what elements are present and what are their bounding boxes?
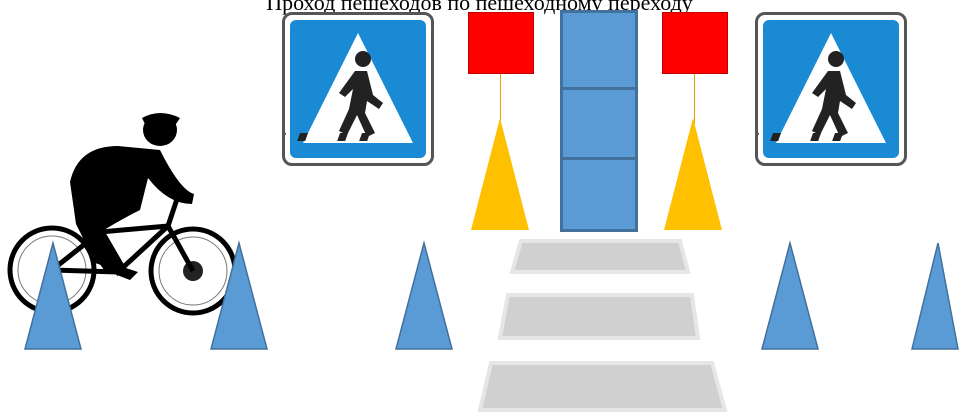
blue-cone [211, 243, 267, 349]
crossing-stripe [500, 295, 698, 338]
blue-cone [25, 243, 81, 349]
right-yellow-cone [664, 118, 722, 230]
left-yellow-cone [471, 118, 529, 230]
blue-cone [762, 243, 818, 349]
crossing-stripe [512, 241, 688, 272]
crossing-stripe [480, 363, 725, 410]
blue-cone [912, 243, 958, 349]
blue-cone [396, 243, 452, 349]
